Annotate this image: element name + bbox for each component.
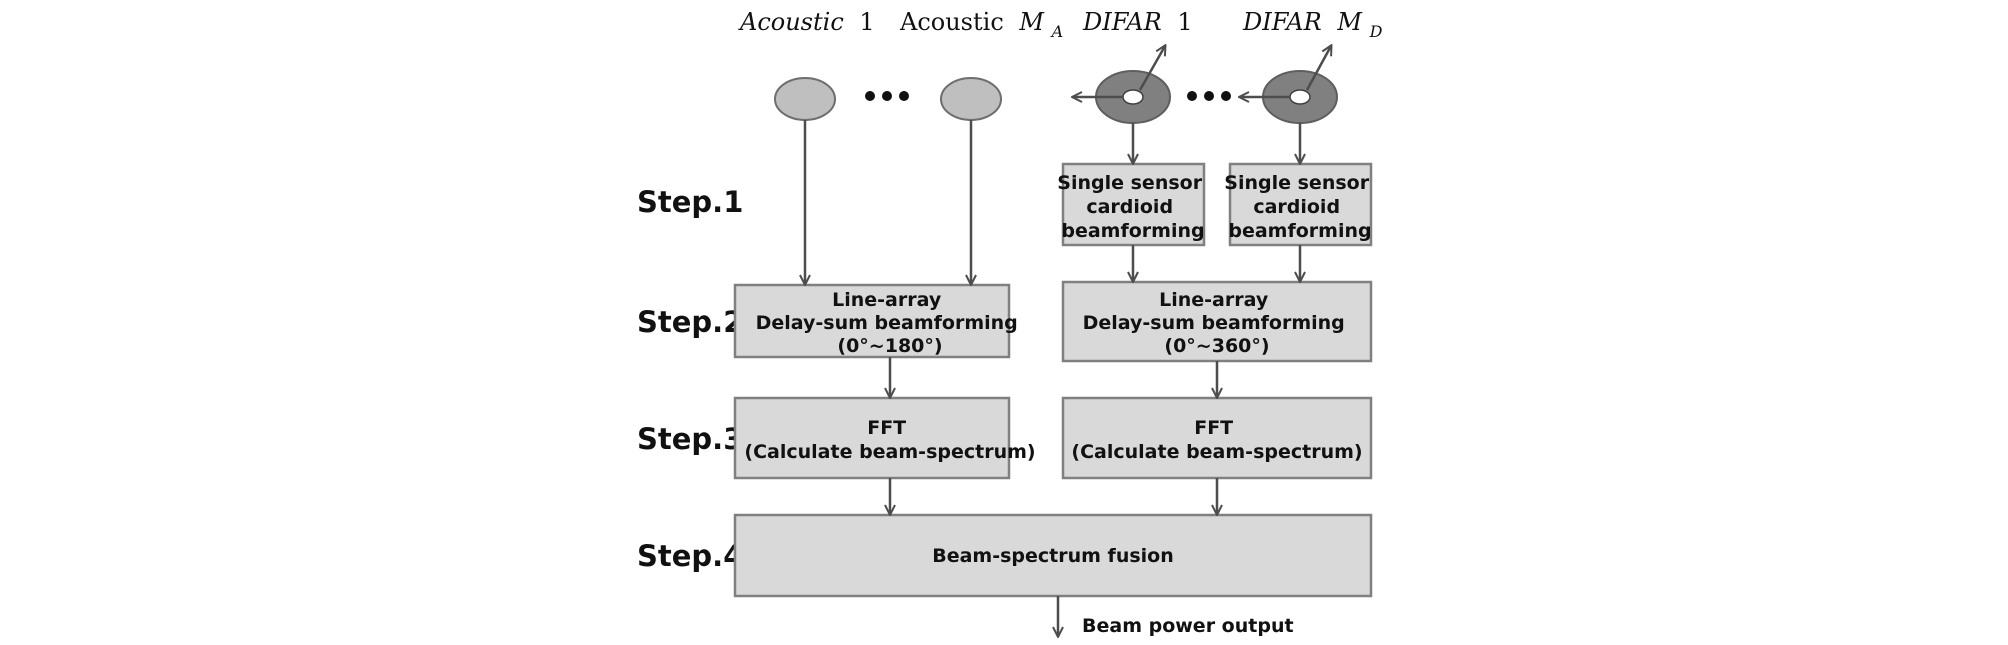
cardioid-1-line-2: cardioid [1086,196,1173,218]
cardioid-2-line-2: cardioid [1253,196,1340,218]
fusion-line-1: Beam-spectrum fusion [932,545,1174,567]
line-array-difar-line-1: Line-array [1159,289,1269,311]
sensor-label-acoustic-m-subscript: A [1050,22,1064,41]
sensor-label-acoustic-m-name: Acoustic [899,8,1004,36]
acoustic-sensor-m-icon [940,77,1002,121]
sensor-label-difar-m: DIFAR M D [1242,8,1383,41]
sensor-label-difar-m-index: M [1336,8,1363,36]
line-array-acoustic-line-3: (0°~180°) [837,335,942,357]
ellipsis-dots-difar [1187,91,1231,101]
svg-text:Line-array Delay-sum bea: Line-array Delay-sum beamforming (0°~360… [1083,289,1352,357]
fft-acoustic-line-2: (Calculate beam-spectrum) [744,441,1035,463]
difar-sensor-m-icon [1240,46,1338,124]
cardioid-1-line-1: Single sensor [1057,172,1202,194]
line-array-difar-line-3: (0°~360°) [1164,335,1269,357]
svg-text:Line-array Delay-sum bea: Line-array Delay-sum beamforming (0°~180… [756,289,1025,357]
sensor-label-difar-1-index: 1 [1177,8,1192,36]
sensor-label-acoustic-1: Acoustic 1 [738,8,875,36]
svg-text:Single sensor cardioid: Single sensor cardioid beamforming [1224,172,1375,242]
line-array-difar-box: Line-array Delay-sum beamforming (0°~360… [1061,280,1373,363]
svg-text:FFT (Calculate beam-spec: FFT (Calculate beam-spectrum) [1071,417,1362,463]
sensor-label-difar-1-name: DIFAR [1082,8,1162,36]
line-array-difar-line-2: Delay-sum beamforming [1083,312,1345,334]
cardioid-box-2: Single sensor cardioid beamforming [1224,162,1375,247]
connectors [805,120,1300,636]
sensor-label-acoustic-1-index: 1 [859,8,874,36]
step-label-2: Step.2 [637,305,743,339]
fft-difar-line-2: (Calculate beam-spectrum) [1071,441,1362,463]
ellipsis-dots-acoustic [865,91,909,101]
fft-difar-box: FFT (Calculate beam-spectrum) [1061,396,1373,480]
cardioid-2-line-1: Single sensor [1224,172,1369,194]
sensor-label-difar-1: DIFAR 1 [1082,8,1193,36]
svg-text:FFT (Calculate beam-spec: FFT (Calculate beam-spectrum) [744,417,1035,463]
line-array-acoustic-line-1: Line-array [832,289,942,311]
sensor-label-difar-m-name: DIFAR [1242,8,1322,36]
line-array-acoustic-line-2: Delay-sum beamforming [756,312,1018,334]
cardioid-2-line-3: beamforming [1228,220,1371,242]
sensor-label-acoustic-1-name: Acoustic [738,8,844,36]
svg-text:Beam-spectrum fusion: Beam-spectrum fusion [932,545,1174,567]
fft-difar-line-1: FFT [1194,417,1233,439]
fusion-box: Beam-spectrum fusion [733,513,1373,598]
fft-acoustic-box: FFT (Calculate beam-spectrum) [733,396,1036,480]
cardioid-1-line-3: beamforming [1061,220,1204,242]
cardioid-box-1: Single sensor cardioid beamforming [1057,162,1208,247]
acoustic-sensor-1-icon [774,77,836,121]
line-array-acoustic-box: Line-array Delay-sum beamforming (0°~180… [733,283,1025,359]
step-label-4: Step.4 [637,539,743,573]
step-label-3: Step.3 [637,422,743,456]
svg-text:Single sensor cardioid: Single sensor cardioid beamforming [1057,172,1208,242]
sensor-label-difar-m-subscript: D [1369,22,1383,41]
step-label-1: Step.1 [637,185,743,219]
sensor-label-acoustic-m-index: M [1018,8,1045,36]
output-label: Beam power output [1082,615,1294,637]
sensor-label-acoustic-m: Acoustic M A [899,8,1063,41]
fft-acoustic-line-1: FFT [867,417,906,439]
difar-sensor-1-icon [1073,46,1171,124]
